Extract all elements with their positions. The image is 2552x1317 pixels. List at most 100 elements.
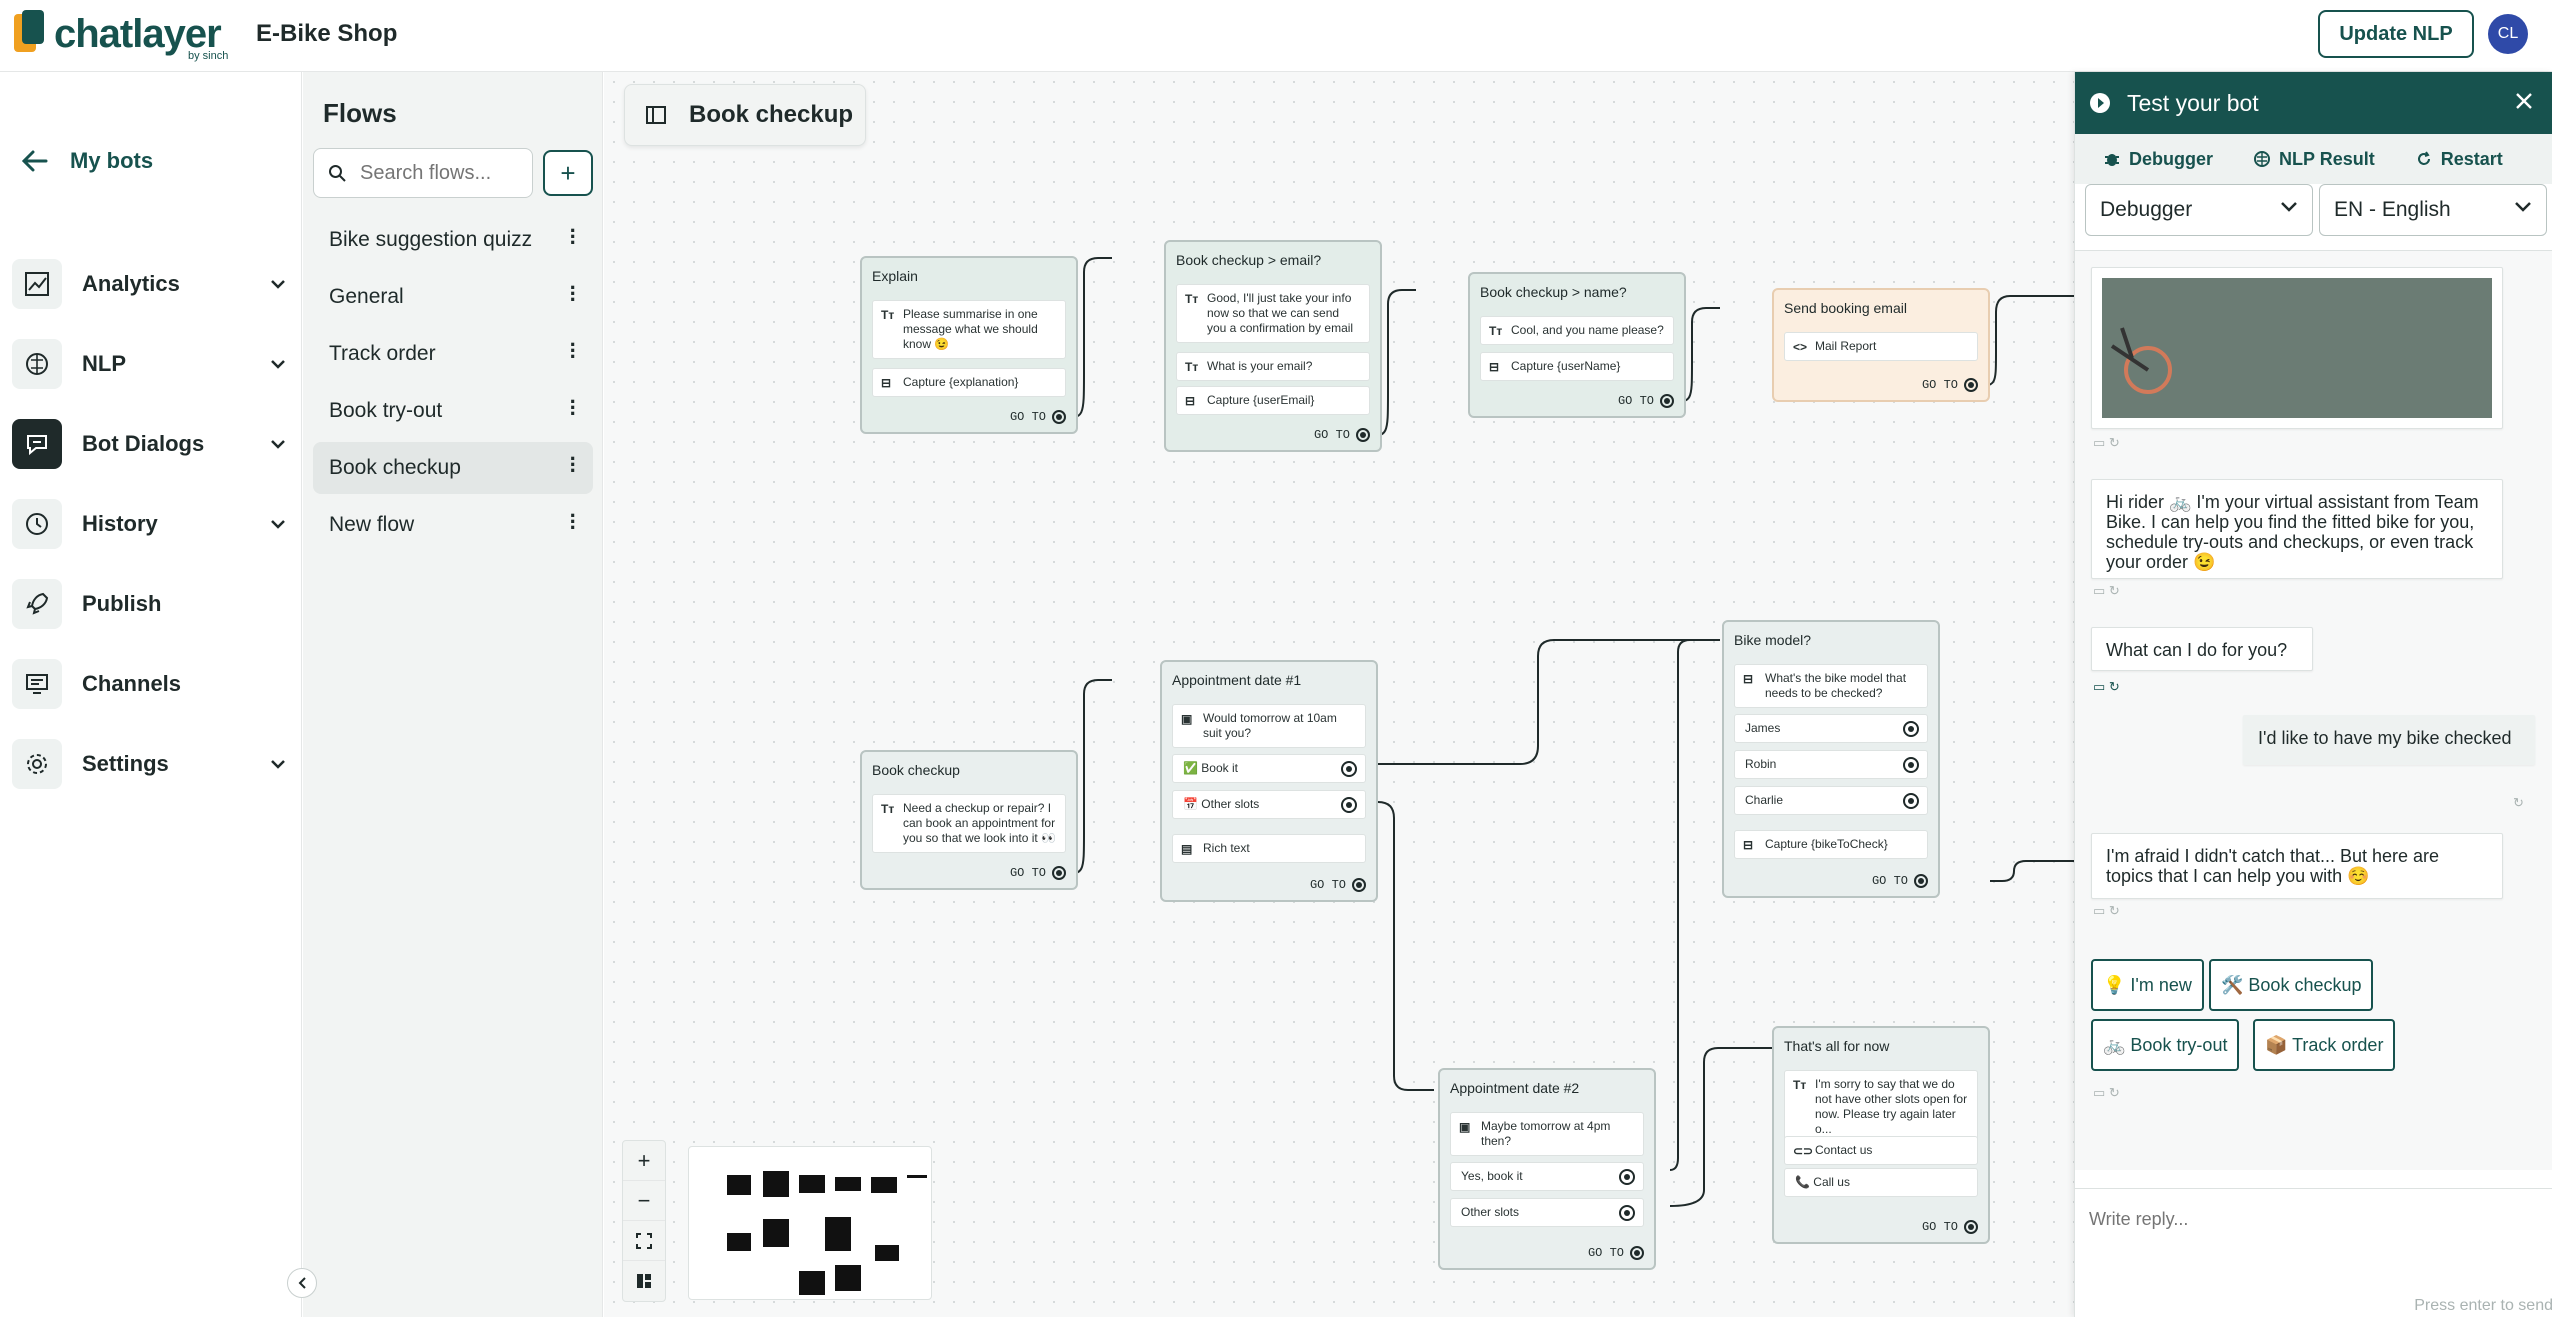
output-handle-icon[interactable] (1341, 760, 1357, 777)
message-actions[interactable]: ▭ ↻ (2093, 679, 2120, 694)
flow-item[interactable]: New flow··· (313, 499, 593, 551)
more-vertical-icon[interactable]: ··· (569, 446, 577, 483)
language-select[interactable]: EN - English (2319, 184, 2547, 236)
message-actions[interactable]: ▭ ↻ (2093, 583, 2120, 598)
output-handle-icon[interactable] (1903, 720, 1919, 737)
node-button-row[interactable]: 📅 Other slots (1172, 790, 1366, 819)
more-vertical-icon[interactable]: ··· (569, 332, 577, 369)
node-quick-reply-row[interactable]: ▣Maybe tomorrow at 4pm then? (1450, 1112, 1644, 1156)
output-handle-icon[interactable] (1356, 428, 1370, 442)
goto-output[interactable]: GO TO (1314, 428, 1370, 442)
node-appointment-1[interactable]: Appointment date #1 ▣Would tomorrow at 1… (1160, 660, 1378, 902)
output-handle-icon[interactable] (1903, 756, 1919, 773)
chatlayer-logo[interactable]: chatlayer by sinch (14, 8, 234, 62)
goto-output[interactable]: GO TO (1588, 1246, 1644, 1260)
message-actions[interactable]: ↻ (2513, 795, 2524, 810)
message-actions[interactable]: ▭ ↻ (2093, 435, 2120, 450)
output-handle-icon[interactable] (1619, 1168, 1635, 1185)
output-handle-icon[interactable] (1964, 378, 1978, 392)
tab-nlp-result[interactable]: NLP Result (2253, 149, 2375, 170)
chat-area[interactable]: ▭ ↻ Hi rider 🚲 I'm your virtual assistan… (2075, 250, 2552, 1170)
mode-select[interactable]: Debugger (2085, 184, 2313, 236)
more-vertical-icon[interactable]: ··· (569, 218, 577, 255)
message-actions[interactable]: ▭ ↻ (2093, 1085, 2120, 1100)
node-bike-model[interactable]: Bike model? ⊟What's the bike model that … (1722, 620, 1940, 898)
quick-reply-track-order[interactable]: 📦 Track order (2253, 1019, 2396, 1071)
nav-item-nlp[interactable]: NLP (12, 338, 288, 390)
flow-item[interactable]: Book try-out··· (313, 385, 593, 437)
flows-search[interactable] (313, 148, 533, 198)
output-handle-icon[interactable] (1660, 394, 1674, 408)
reply-input[interactable] (2089, 1209, 2529, 1230)
message-actions[interactable]: ▭ ↻ (2093, 903, 2120, 918)
flow-item-active[interactable]: Book checkup··· (313, 442, 593, 494)
output-handle-icon[interactable] (1903, 792, 1919, 809)
node-button-row[interactable]: Other slots (1450, 1198, 1644, 1227)
goto-output[interactable]: GO TO (1310, 878, 1366, 892)
my-bots-link[interactable]: My bots (22, 148, 153, 174)
node-capture-row[interactable]: ⊟Capture {userName} (1480, 352, 1674, 381)
minimap[interactable] (688, 1146, 932, 1300)
output-handle-icon[interactable] (1619, 1204, 1635, 1221)
nav-item-channels[interactable]: Channels (12, 658, 288, 710)
flow-item[interactable]: Bike suggestion quizz··· (313, 214, 593, 266)
quick-reply-im-new[interactable]: 💡 I'm new (2091, 959, 2204, 1011)
tab-restart[interactable]: Restart (2415, 149, 2503, 170)
more-vertical-icon[interactable]: ··· (569, 275, 577, 312)
nav-item-settings[interactable]: Settings (12, 738, 288, 790)
goto-output[interactable]: GO TO (1618, 394, 1674, 408)
nav-item-history[interactable]: History (12, 498, 288, 550)
node-button-row[interactable]: ⊂⊃Contact us (1784, 1136, 1978, 1165)
zoom-out-button[interactable]: − (623, 1181, 665, 1221)
more-vertical-icon[interactable]: ··· (569, 503, 577, 540)
more-vertical-icon[interactable]: ··· (569, 389, 577, 426)
output-handle-icon[interactable] (1052, 866, 1066, 880)
output-handle-icon[interactable] (1341, 796, 1357, 813)
quick-reply-book-try-out[interactable]: 🚲 Book try-out (2091, 1019, 2240, 1071)
search-input[interactable] (360, 161, 510, 185)
node-question-row[interactable]: ⊟What's the bike model that needs to be … (1734, 664, 1928, 708)
sidebar-toggle-icon[interactable] (645, 104, 667, 126)
node-send-email[interactable]: Send booking email <>Mail Report GO TO (1772, 288, 1990, 402)
quick-reply-book-checkup[interactable]: 🛠️ Book checkup (2209, 959, 2374, 1011)
output-handle-icon[interactable] (1964, 1220, 1978, 1234)
flow-item[interactable]: Track order··· (313, 328, 593, 380)
node-capture-row[interactable]: ⊟Capture {bikeToCheck} (1734, 830, 1928, 859)
canvas-title[interactable]: Book checkup (624, 84, 866, 146)
output-handle-icon[interactable] (1914, 874, 1928, 888)
nav-item-publish[interactable]: Publish (12, 578, 288, 630)
nav-item-bot-dialogs[interactable]: Bot Dialogs (12, 418, 288, 470)
update-nlp-button[interactable]: Update NLP (2318, 10, 2474, 58)
goto-output[interactable]: GO TO (1872, 874, 1928, 888)
close-icon[interactable] (2513, 90, 2535, 112)
layout-button[interactable] (623, 1261, 665, 1301)
fit-view-button[interactable] (623, 1221, 665, 1261)
node-appointment-2[interactable]: Appointment date #2 ▣Maybe tomorrow at 4… (1438, 1068, 1656, 1270)
goto-output[interactable]: GO TO (1922, 1220, 1978, 1234)
avatar[interactable]: CL (2488, 14, 2528, 54)
nav-item-analytics[interactable]: Analytics (12, 258, 288, 310)
node-button-row[interactable]: Yes, book it (1450, 1162, 1644, 1191)
goto-output[interactable]: GO TO (1010, 410, 1066, 424)
node-button-row[interactable]: 📞 Call us (1784, 1168, 1978, 1197)
flow-item[interactable]: General··· (313, 271, 593, 323)
node-button-row[interactable]: Robin (1734, 750, 1928, 779)
collapse-panel-button[interactable] (287, 1268, 317, 1298)
output-handle-icon[interactable] (1052, 410, 1066, 424)
node-quick-reply-row[interactable]: ▣Would tomorrow at 10am suit you? (1172, 704, 1366, 748)
node-button-row[interactable]: James (1734, 714, 1928, 743)
zoom-in-button[interactable]: + (623, 1141, 665, 1181)
add-flow-button[interactable]: + (543, 150, 593, 196)
